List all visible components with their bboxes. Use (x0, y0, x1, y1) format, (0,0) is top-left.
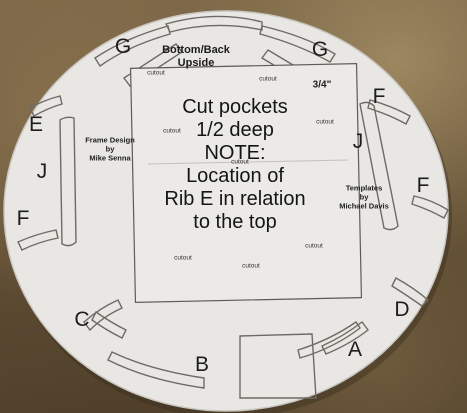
cutout-label-5: cutout (231, 158, 249, 166)
cutout-label-6: cutout (174, 254, 192, 262)
board-heading: Bottom/Back Upside (162, 44, 230, 69)
top-pad (164, 15, 263, 33)
frame-design-credit: Frame Design by Mike Senna (85, 135, 135, 163)
cutout-label-1: cutout (147, 69, 165, 77)
note-line-6: to the top (193, 211, 277, 233)
letter-j-left: J (36, 160, 48, 183)
letter-f-right-top: F (372, 85, 386, 108)
letter-f-right-bottom: F (416, 174, 430, 197)
letter-e: E (28, 113, 44, 136)
cutout-label-8: cutout (242, 262, 260, 270)
cutout-label-7: cutout (305, 242, 323, 250)
slot-a (321, 321, 369, 355)
slot-f-left (17, 229, 59, 251)
slot-g-left (94, 25, 171, 68)
bottom-pad (239, 333, 317, 399)
slot-top-inner-left (122, 43, 184, 87)
slot-g-right (259, 25, 336, 63)
template-note: Cut pockets 1/2 deep NOTE: Location of R… (147, 96, 323, 234)
thickness-label: 3/4" (312, 79, 332, 91)
letter-a: A (347, 338, 363, 361)
letter-j-right: J (352, 130, 364, 153)
slot-lower-right (297, 321, 361, 359)
slot-d (391, 277, 430, 307)
templates-credit: Templates by Michael Davis (339, 183, 389, 211)
slot-c (91, 310, 127, 339)
note-line-3: NOTE: (204, 142, 266, 164)
letter-f-left: F (16, 207, 30, 230)
slot-f-right-bottom (411, 195, 449, 219)
cutout-label-4: cutout (316, 118, 334, 126)
note-line-4: Location of (186, 165, 284, 187)
slot-j-right (359, 101, 399, 231)
note-line-5: Rib E in relation (164, 188, 306, 210)
slot-b (107, 351, 205, 389)
letter-d: D (394, 298, 410, 321)
sheet-fold-line (147, 159, 349, 165)
note-line-2: 1/2 deep (196, 119, 274, 141)
letter-c: C (74, 308, 90, 331)
cutout-label-2: cutout (259, 75, 277, 83)
letter-g-left: G (114, 35, 132, 58)
cutout-label-3: cutout (163, 127, 181, 135)
note-line-1: Cut pockets (182, 96, 288, 118)
slot-f-right-top (367, 99, 411, 125)
rib-slots (17, 15, 449, 399)
slot-j-left (59, 116, 77, 247)
template-sheet (129, 63, 363, 303)
slot-e (29, 95, 63, 117)
letter-b: B (194, 353, 210, 376)
letter-g-right: G (311, 38, 329, 61)
